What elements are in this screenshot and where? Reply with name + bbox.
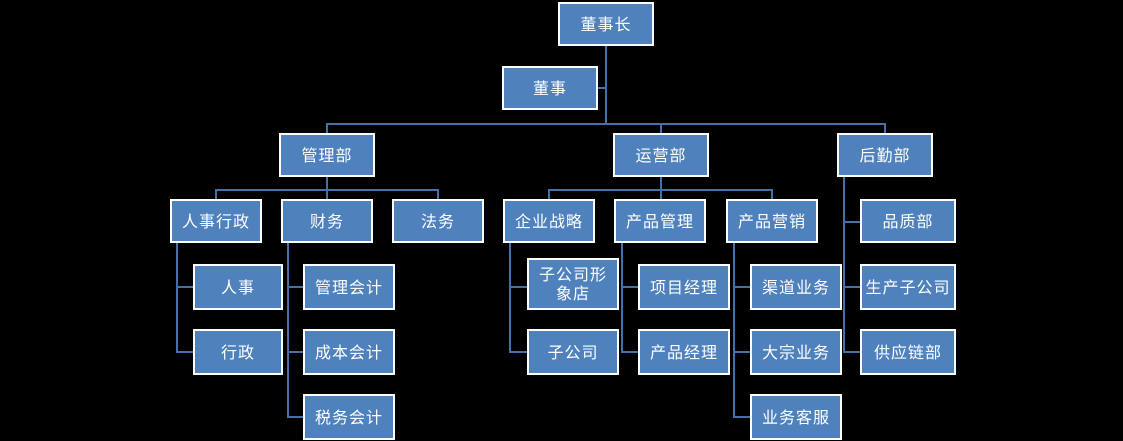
connector-caiwu-spine [287,243,289,418]
connector-to-renshixingzheng [215,189,217,200]
org-node-供应链部[interactable]: 供应链部 [860,329,956,375]
connector-level2-bus [326,123,886,125]
connector-stub-shengchanzigongsi [843,286,861,288]
connector-stub-zigongsi [509,351,528,353]
connector-stub-renshi [176,286,194,288]
org-node-董事长[interactable]: 董事长 [558,2,654,46]
connector-stub-yewukefu [733,416,751,418]
org-node-项目经理[interactable]: 项目经理 [638,264,730,310]
connector-qiyezhanlue-spine [509,243,511,353]
connector-stub-gongyinglianbu [843,351,861,353]
connector-stub-xingzheng [176,351,194,353]
connector-renshixingzheng-spine [176,243,178,353]
org-node-生产子公司[interactable]: 生产子公司 [860,264,956,310]
org-node-行政[interactable]: 行政 [193,329,283,375]
connector-stub-qudaoyewu [733,286,751,288]
org-node-产品营销[interactable]: 产品营销 [726,199,818,243]
org-node-人事[interactable]: 人事 [193,264,283,310]
org-node-董事[interactable]: 董事 [502,66,598,110]
org-node-产品经理[interactable]: 产品经理 [638,329,730,375]
org-node-运营部[interactable]: 运营部 [613,133,709,177]
connector-stub-xiangmujingli [621,286,639,288]
org-node-企业战略[interactable]: 企业战略 [503,199,595,243]
org-node-后勤部[interactable]: 后勤部 [837,133,933,177]
org-node-人事行政[interactable]: 人事行政 [170,199,262,243]
org-node-管理会计[interactable]: 管理会计 [303,264,395,310]
connector-to-qiyezhanlue [548,189,550,200]
org-node-大宗业务[interactable]: 大宗业务 [750,329,842,375]
org-node-产品管理[interactable]: 产品管理 [614,199,706,243]
connector-to-chanpinguanli [660,189,662,200]
connector-to-houqinbu [884,123,886,134]
org-node-成本会计[interactable]: 成本会计 [303,329,395,375]
connector-stub-guanlikuaiji [287,286,304,288]
connector-stub-shuiwukuaiji [287,416,304,418]
org-node-税务会计[interactable]: 税务会计 [303,394,395,440]
connector-guanlibu-down [326,177,328,189]
connector-to-caiwu [326,189,328,200]
connector-houqinbu-spine [843,177,845,352]
connector-to-chanpinyingxiao [771,189,773,200]
org-node-财务[interactable]: 财务 [281,199,373,243]
connector-chairman-down [605,46,607,123]
connector-stub-dazongyewu [733,351,751,353]
connector-to-yunyingbu [660,123,662,134]
org-node-渠道业务[interactable]: 渠道业务 [750,264,842,310]
connector-stub-pinzhibu [843,221,861,223]
connector-to-fawu [437,189,439,200]
org-node-子公司形象店[interactable]: 子公司形象店 [527,258,619,310]
connector-yunyingbu-down [660,177,662,189]
connector-chanpinyingxiao-spine [733,243,735,418]
connector-stub-chanpinjingli [621,351,639,353]
connector-to-guanlibu [326,123,328,134]
org-node-管理部[interactable]: 管理部 [279,133,375,177]
org-node-子公司[interactable]: 子公司 [527,329,619,375]
org-node-业务客服[interactable]: 业务客服 [750,394,842,440]
org-node-品质部[interactable]: 品质部 [860,199,956,243]
connector-director-stub [598,87,606,89]
connector-stub-zigongsixingxiangdian [509,286,528,288]
connector-chanpinguanli-spine [621,243,623,353]
connector-stub-chengbenkuaiji [287,351,304,353]
org-node-法务[interactable]: 法务 [392,199,484,243]
